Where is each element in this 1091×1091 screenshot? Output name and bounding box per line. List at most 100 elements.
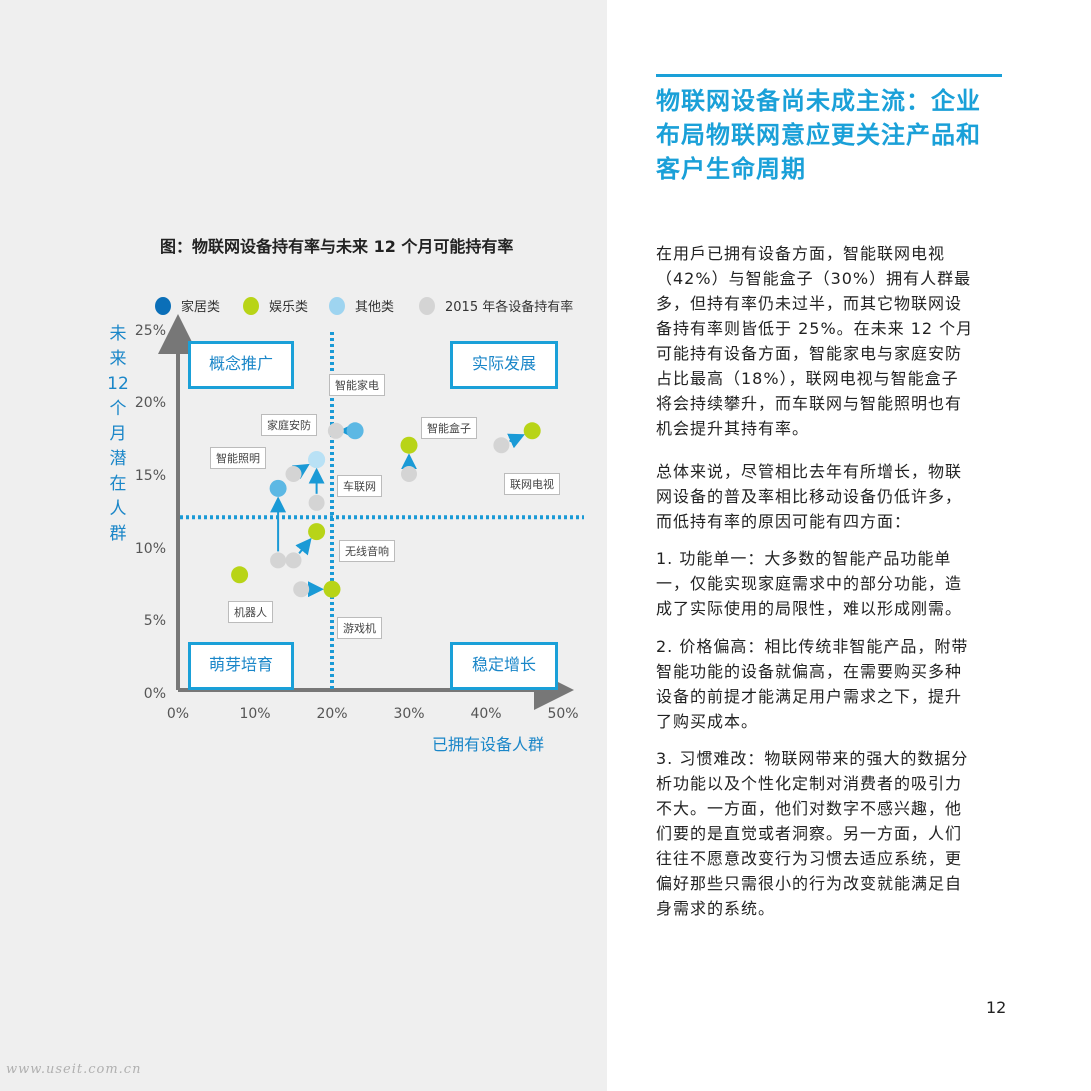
heading-rule bbox=[656, 74, 1002, 77]
x-tick-label: 50% bbox=[547, 706, 579, 722]
page-number: 12 bbox=[986, 998, 1007, 1017]
text-line: 2. 价格偏高：相比传统非智能产品，附带 bbox=[656, 637, 969, 656]
point-2016 bbox=[523, 422, 541, 440]
text-line: 身需求的系统。 bbox=[656, 899, 776, 918]
text-line: 一，仅能实现家庭需求中的部分功能，造 bbox=[656, 574, 963, 593]
point-2015 bbox=[293, 581, 310, 598]
point-2015 bbox=[270, 552, 287, 569]
point-2016 bbox=[308, 451, 326, 469]
y-axis-label-char: 潜 bbox=[109, 449, 127, 469]
text-line: 在用戶已拥有设备方面，智能联网电视 bbox=[656, 244, 946, 263]
x-tick-label: 0% bbox=[166, 706, 190, 722]
callout-home-security: 家庭安防 bbox=[261, 414, 317, 436]
text-panel bbox=[607, 0, 1091, 1091]
quadrant-top-left: 概念推广 bbox=[188, 341, 294, 389]
point-2015 bbox=[327, 422, 344, 439]
legend-item-home: 家居类 bbox=[155, 296, 220, 315]
y-axis-label-char: 个 bbox=[109, 399, 127, 419]
point-2016 bbox=[308, 523, 326, 541]
y-axis-label-char: 在 bbox=[109, 474, 127, 494]
section-heading-line: 物联网设备尚未成主流：企业 bbox=[656, 87, 981, 115]
y-tick-label: 0% bbox=[143, 686, 166, 702]
x-tick-label: 30% bbox=[393, 706, 425, 722]
point-2016 bbox=[323, 580, 341, 598]
y-axis-label-char: 未 bbox=[109, 324, 127, 344]
y-axis-label-char: 来 bbox=[109, 349, 127, 369]
legend-item-entertainment: 娱乐类 bbox=[243, 296, 308, 315]
legend-label-2015: 2015 年各设备持有率 bbox=[445, 300, 574, 315]
legend-label-entertainment: 娱乐类 bbox=[269, 300, 309, 315]
legend-label-home: 家居类 bbox=[181, 300, 221, 315]
callout-connected-car: 车联网 bbox=[337, 475, 382, 497]
text-line: 往往不愿意改变行为习惯去适应系统，更 bbox=[656, 849, 963, 868]
paragraph-1: 在用戶已拥有设备方面，智能联网电视 （42%）与智能盒子（30%）拥有人群最 多… bbox=[656, 241, 1006, 441]
chart-title: 图：物联网设备持有率与未来 12 个月可能持有率 bbox=[160, 237, 514, 256]
quadrant-bottom-left: 萌芽培育 bbox=[188, 642, 294, 690]
section-heading-line: 客户生命周期 bbox=[656, 155, 806, 183]
point-2016 bbox=[400, 436, 418, 454]
x-tick-label: 10% bbox=[239, 706, 271, 722]
point-2015 bbox=[308, 494, 325, 511]
y-axis-label-char: 人 bbox=[109, 499, 127, 519]
point-2016 bbox=[231, 566, 249, 584]
y-tick-label: 5% bbox=[143, 613, 166, 629]
text-line: 总体来说，尽管相比去年有所增长，物联 bbox=[656, 462, 963, 481]
text-line: 备持有率则皆低于 25%。在未来 12 个月 bbox=[656, 319, 974, 338]
legend-item-2015: 2015 年各设备持有率 bbox=[419, 296, 573, 315]
trend-arrow bbox=[295, 537, 312, 556]
text-line: 析功能以及个性化定制对消费者的吸引力 bbox=[656, 774, 963, 793]
callout-smart-lighting: 智能照明 bbox=[210, 447, 266, 469]
watermark: www.useit.com.cn bbox=[6, 1062, 142, 1077]
text-line: 可能持有设备方面，智能家电与家庭安防 bbox=[656, 344, 963, 363]
x-axis-label: 已拥有设备人群 bbox=[432, 735, 545, 754]
text-line: 1. 功能单一：大多数的智能产品功能单 bbox=[656, 549, 952, 568]
legend-swatch-home bbox=[155, 296, 171, 315]
callout-smart-appliance: 智能家电 bbox=[329, 374, 385, 396]
legend-item-other: 其他类 bbox=[329, 296, 394, 315]
text-line: 偏好那些只需很小的行为改变就能满足自 bbox=[656, 874, 963, 893]
point-2015 bbox=[285, 552, 302, 569]
y-tick-label: 10% bbox=[134, 541, 166, 557]
y-tick-label: 15% bbox=[134, 468, 166, 484]
x-tick-label: 40% bbox=[470, 706, 502, 722]
callout-game-console: 游戏机 bbox=[337, 617, 382, 639]
trend-arrows bbox=[270, 422, 525, 598]
text-line: 们要的是直觉或者洞察。另一方面，人们 bbox=[656, 824, 963, 843]
y-tick-label: 20% bbox=[134, 395, 166, 411]
legend-swatch-entertainment bbox=[243, 296, 259, 315]
point-2015 bbox=[401, 466, 417, 482]
paragraph-3: 1. 功能单一：大多数的智能产品功能单 一，仅能实现家庭需求中的部分功能，造 成… bbox=[656, 546, 1006, 621]
paragraph-2: 总体来说，尽管相比去年有所增长，物联 网设备的普及率相比移动设备仍低许多， 而低… bbox=[656, 459, 1006, 534]
point-2015 bbox=[493, 437, 510, 454]
callout-smart-box: 智能盒子 bbox=[421, 417, 477, 439]
text-line: （42%）与智能盒子（30%）拥有人群最 bbox=[656, 269, 972, 288]
point-2016 bbox=[346, 422, 364, 440]
quadrant-bottom-right: 稳定增长 bbox=[450, 642, 558, 690]
trend-arrow bbox=[292, 463, 310, 480]
text-line: 成了实际使用的局限性，难以形成刚需。 bbox=[656, 599, 963, 618]
data-points bbox=[231, 422, 541, 598]
y-axis-label-char: 月 bbox=[109, 424, 127, 444]
text-line: 设备的前提才能满足用户需求之下，提升 bbox=[656, 687, 963, 706]
point-2016 bbox=[269, 479, 287, 497]
y-axis-label: 未 来 12 个 月 潜 在 人 群 bbox=[106, 322, 130, 547]
legend-swatch-other bbox=[329, 296, 345, 315]
text-line: 不大。一方面，他们对数字不感兴趣，他 bbox=[656, 799, 963, 818]
point-2015 bbox=[285, 466, 302, 482]
text-line: 占比最高（18%），联网电视与智能盒子 bbox=[656, 369, 959, 388]
paragraph-4: 2. 价格偏高：相比传统非智能产品，附带 智能功能的设备就偏高，在需要购买多种 … bbox=[656, 634, 1006, 734]
text-line: 智能功能的设备就偏高，在需要购买多种 bbox=[656, 662, 963, 681]
y-axis-label-char: 群 bbox=[109, 524, 127, 544]
callout-robot: 机器人 bbox=[228, 601, 273, 623]
scatter-plot bbox=[158, 314, 584, 710]
text-line: 多，但持有率仍未过半，而其它物联网设 bbox=[656, 294, 963, 313]
text-line: 机会提升其持有率。 bbox=[656, 419, 810, 438]
text-line: 了购买成本。 bbox=[656, 712, 759, 731]
callout-wireless-speaker: 无线音响 bbox=[339, 540, 395, 562]
trend-arrow bbox=[507, 433, 525, 449]
text-line: 网设备的普及率相比移动设备仍低许多， bbox=[656, 487, 963, 506]
text-line: 将会持续攀升，而车联网与智能照明也有 bbox=[656, 394, 963, 413]
text-line: 而低持有率的原因可能有四方面： bbox=[656, 512, 912, 531]
quadrant-top-right: 实际发展 bbox=[450, 341, 558, 389]
callout-connected-tv: 联网电视 bbox=[504, 473, 560, 495]
